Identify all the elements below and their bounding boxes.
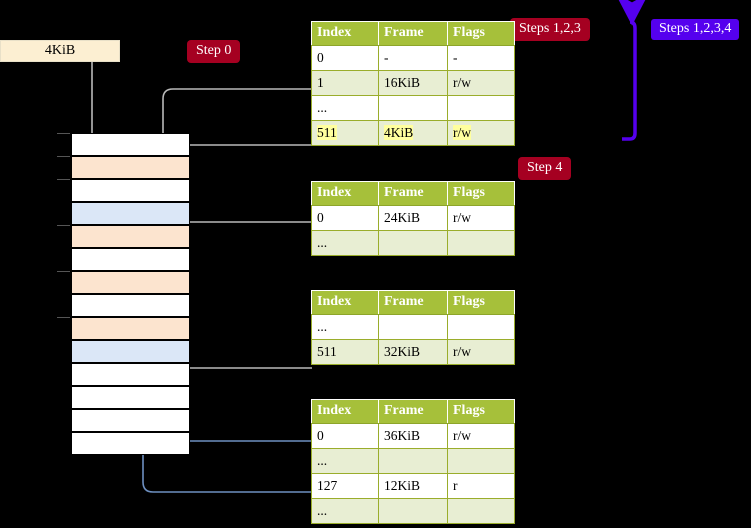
- column-header-frame: Frame: [378, 399, 448, 424]
- step4-badge: Step 4: [519, 158, 571, 179]
- table-row[interactable]: ...: [311, 448, 515, 474]
- column-header-flags: Flags: [447, 399, 515, 424]
- memory-frame-row: [71, 340, 190, 363]
- kib-frame-box: 4KiB: [0, 40, 120, 62]
- memory-frame-row: [71, 271, 190, 294]
- step0-label: Step 0: [196, 43, 232, 58]
- cell-index: ...: [311, 95, 379, 121]
- cell-flags: r/w: [447, 120, 515, 146]
- memory-scale-tick: [57, 156, 70, 157]
- cell-frame: 16KiB: [378, 70, 448, 96]
- cell-frame: 32KiB: [378, 339, 448, 365]
- memory-frame-row: [71, 133, 190, 156]
- column-header-index: Index: [311, 181, 379, 206]
- cell-flags: r: [447, 473, 515, 499]
- cell-frame: [378, 448, 448, 474]
- steps1234-badge: Steps 1,2,3,4: [651, 19, 740, 40]
- cell-frame: -: [378, 45, 448, 71]
- memory-frame-row: [71, 248, 190, 271]
- table-row[interactable]: ...: [311, 230, 515, 256]
- column-header-flags: Flags: [447, 290, 515, 315]
- memory-scale-tick: [57, 133, 70, 134]
- cell-index: ...: [311, 448, 379, 474]
- column-header-index: Index: [311, 399, 379, 424]
- column-header-index: Index: [311, 290, 379, 315]
- memory-scale-tick: [57, 317, 70, 318]
- column-header-frame: Frame: [378, 21, 448, 46]
- table-row[interactable]: 0--: [311, 45, 515, 71]
- steps123-label: Steps 1,2,3: [519, 21, 581, 36]
- wire-t3-to-t4frame: [167, 298, 312, 369]
- cell-frame: 12KiB: [378, 473, 448, 499]
- cell-frame: [378, 95, 448, 121]
- table-row[interactable]: ...: [311, 95, 515, 121]
- memory-scale-tick: [57, 271, 70, 272]
- cell-frame: [378, 498, 448, 524]
- cell-flags: -: [447, 45, 515, 71]
- memory-frame-row: [71, 432, 190, 455]
- cell-index: ...: [311, 314, 379, 340]
- memory-scale-tick: [57, 179, 70, 180]
- wire-t2-to-t3frame: [177, 221, 312, 272]
- cell-flags: r/w: [447, 205, 515, 231]
- cell-flags: [447, 230, 515, 256]
- cell-flags: r/w: [447, 70, 515, 96]
- memory-frame-row: [71, 225, 190, 248]
- column-header-frame: Frame: [378, 290, 448, 315]
- cell-flags: r/w: [447, 339, 515, 365]
- memory-frame-row: [71, 179, 190, 202]
- cell-index: ...: [311, 230, 379, 256]
- memory-frame-row: [71, 386, 190, 409]
- cell-index: 0: [311, 45, 379, 71]
- cell-index: ...: [311, 498, 379, 524]
- cell-flags: [447, 314, 515, 340]
- cell-flags: [447, 448, 515, 474]
- cell-frame: 24KiB: [378, 205, 448, 231]
- kib-frame-label: 4KiB: [44, 43, 76, 58]
- cell-frame: [378, 314, 448, 340]
- column-header-flags: Flags: [447, 181, 515, 206]
- cell-index: 511: [311, 120, 379, 146]
- cell-index: 511: [311, 339, 379, 365]
- step0-badge: Step 0: [188, 41, 240, 62]
- memory-frame-row: [71, 363, 190, 386]
- wire-steps1234-bracket: [614, 0, 650, 141]
- physical-memory-column: [57, 133, 190, 455]
- cell-frame: 4KiB: [378, 120, 448, 146]
- step4-label: Step 4: [527, 160, 563, 175]
- table-row[interactable]: ...: [311, 314, 515, 340]
- memory-frame-row: [71, 409, 190, 432]
- cell-index: 127: [311, 473, 379, 499]
- cell-frame: [378, 230, 448, 256]
- cell-index: 1: [311, 70, 379, 96]
- steps123-badge: Steps 1,2,3: [511, 19, 589, 40]
- table-row[interactable]: ...: [311, 498, 515, 524]
- memory-scale-tick: [57, 225, 70, 226]
- column-header-index: Index: [311, 21, 379, 46]
- column-header-flags: Flags: [447, 21, 515, 46]
- cell-flags: [447, 95, 515, 121]
- memory-frame-row: [71, 294, 190, 317]
- steps1234-label: Steps 1,2,3,4: [659, 21, 732, 36]
- column-header-frame: Frame: [378, 181, 448, 206]
- memory-frame-row: [71, 317, 190, 340]
- cell-index: 0: [311, 205, 379, 231]
- memory-frame-row: [71, 156, 190, 179]
- memory-frame-row: [71, 202, 190, 225]
- cell-frame: 36KiB: [378, 423, 448, 449]
- cell-flags: [447, 498, 515, 524]
- cell-index: 0: [311, 423, 379, 449]
- cell-flags: r/w: [447, 423, 515, 449]
